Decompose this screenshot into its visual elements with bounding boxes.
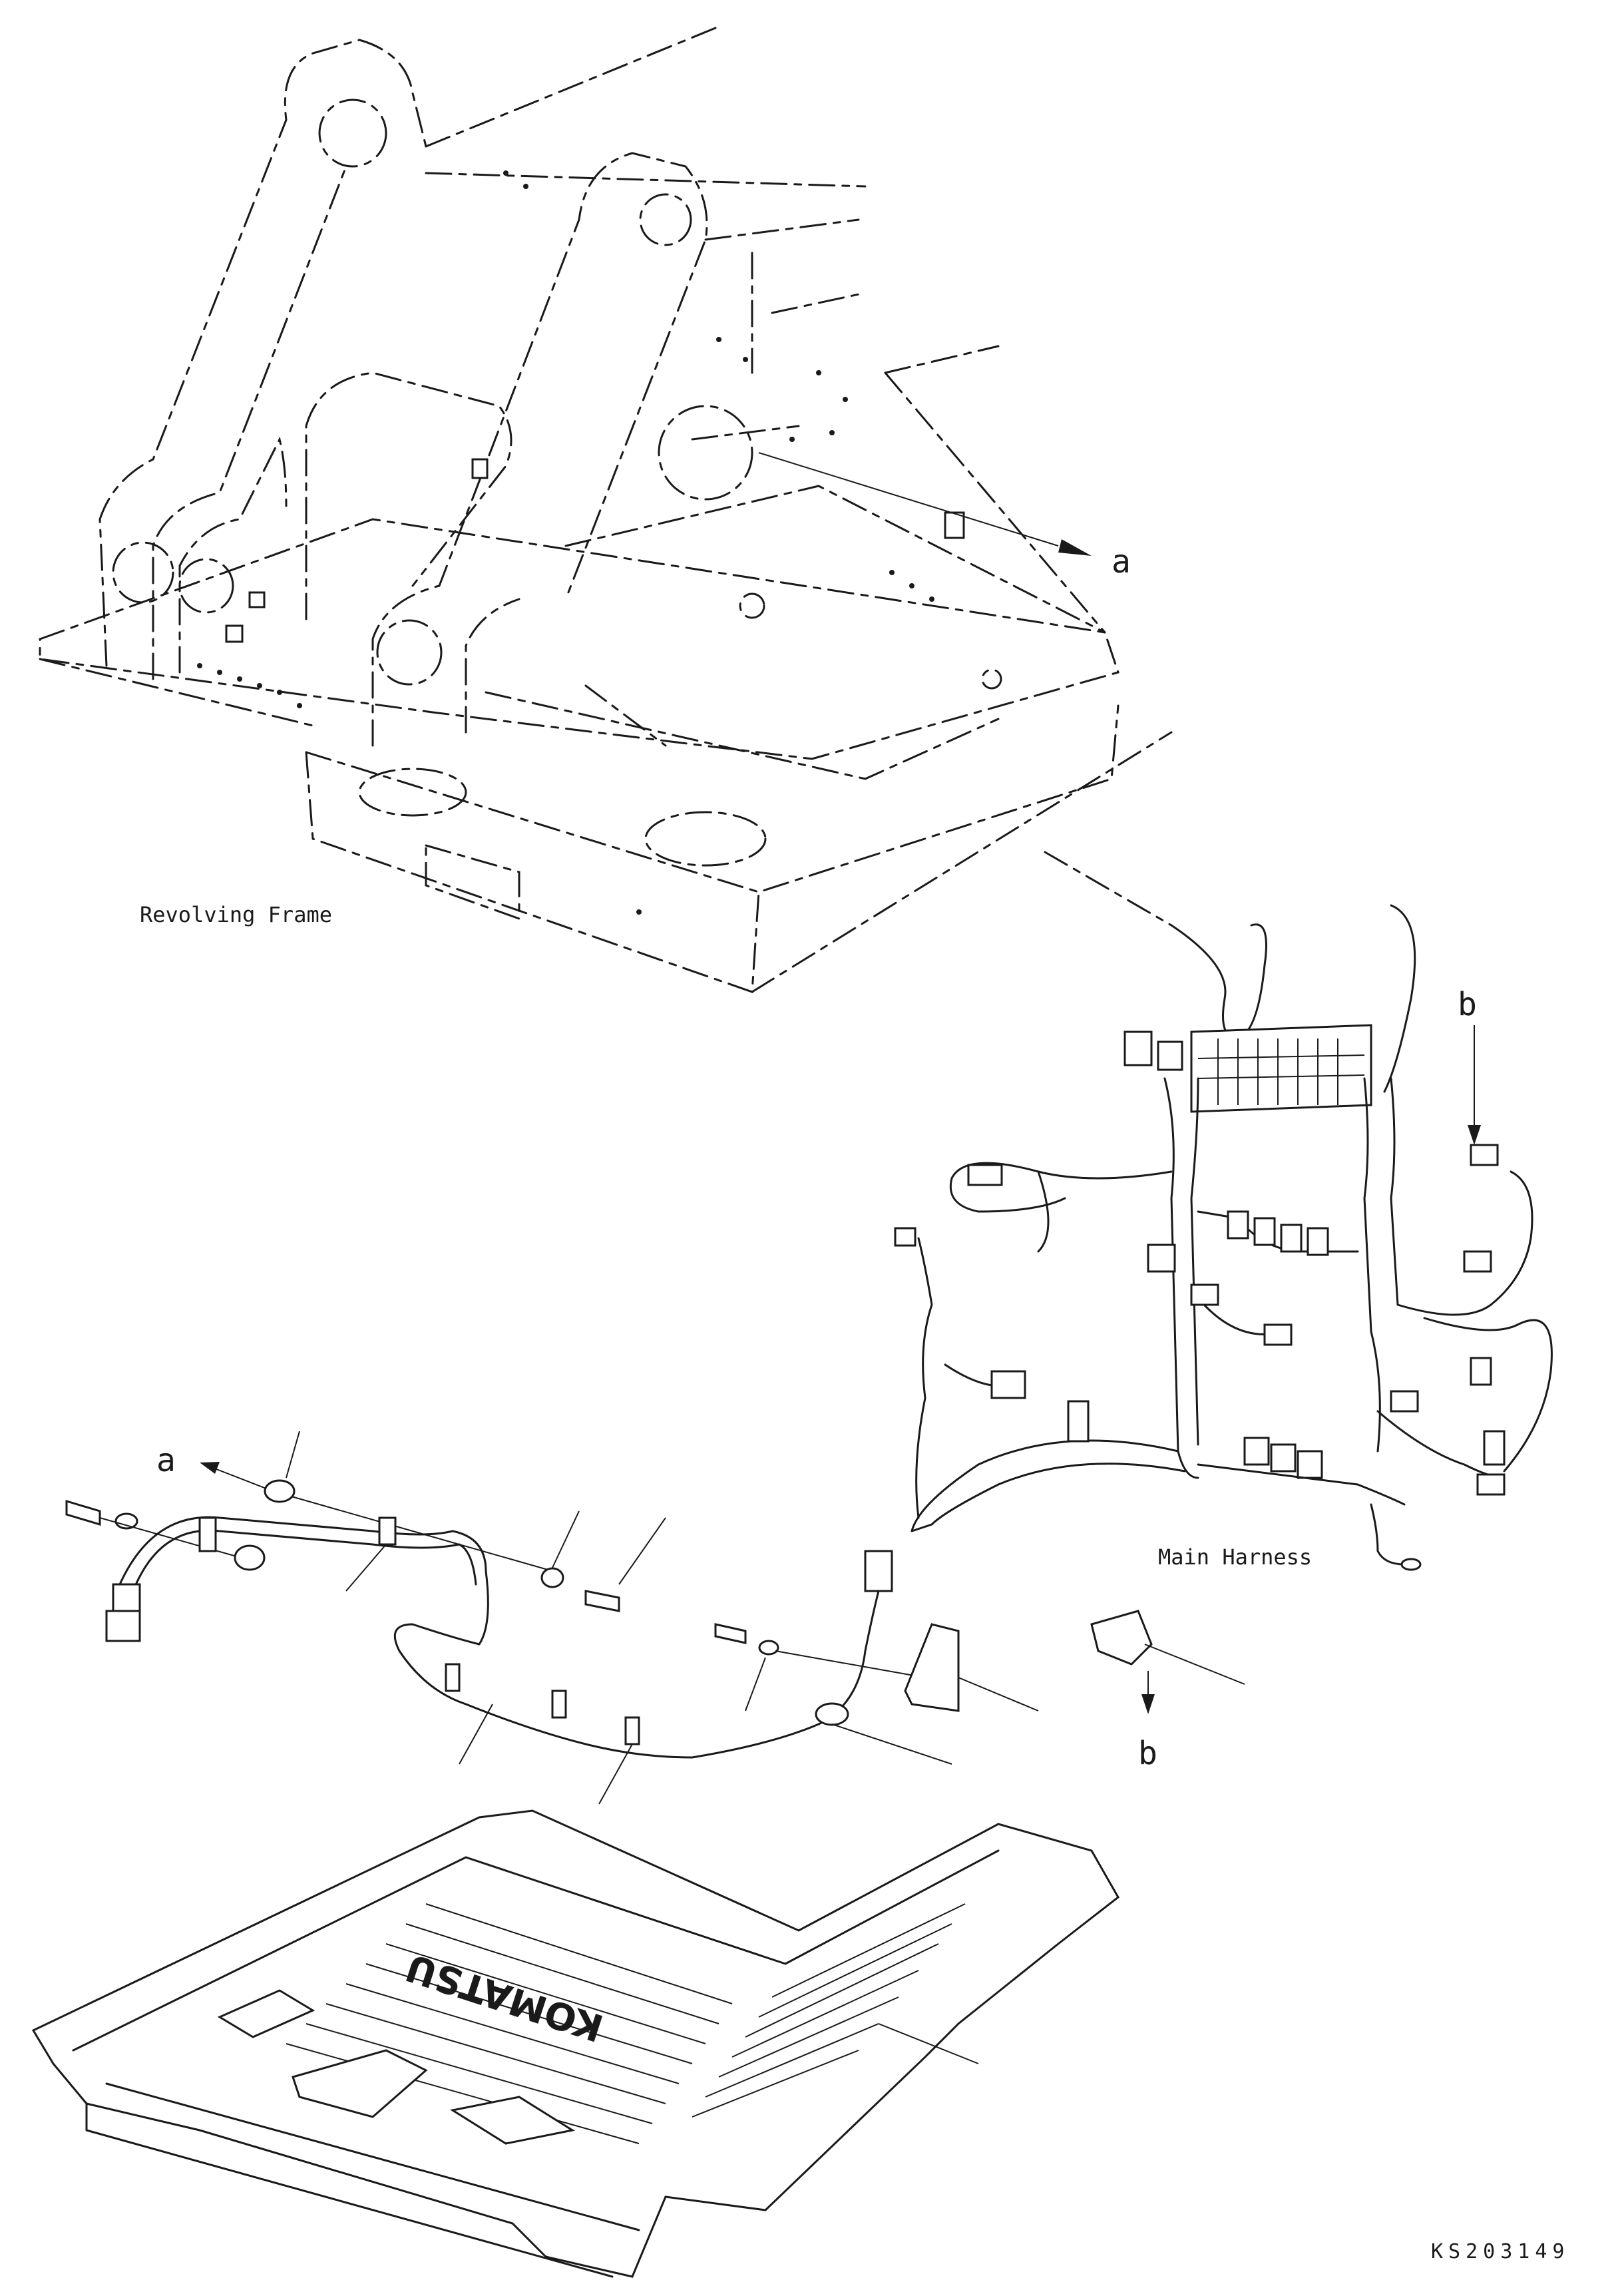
harness-assembly: a <box>65 1431 1245 1805</box>
ref-a-top-label: a <box>1112 543 1131 580</box>
main-harness-label: Main Harness <box>1158 1544 1312 1570</box>
ref-b-top-label: b <box>1458 986 1477 1023</box>
leader-a-frame: a <box>758 452 1131 580</box>
drawing-code: KS203149 <box>1431 2240 1570 2263</box>
revolving-frame <box>39 25 1173 994</box>
floor-mat: KOMATSU <box>31 1809 1119 2278</box>
ref-b-bottom-label: b <box>1138 1735 1157 1772</box>
revolving-frame-label: Revolving Frame <box>140 902 332 927</box>
ref-a-left-label: a <box>156 1442 176 1479</box>
main-harness: b <box>894 851 1553 1571</box>
